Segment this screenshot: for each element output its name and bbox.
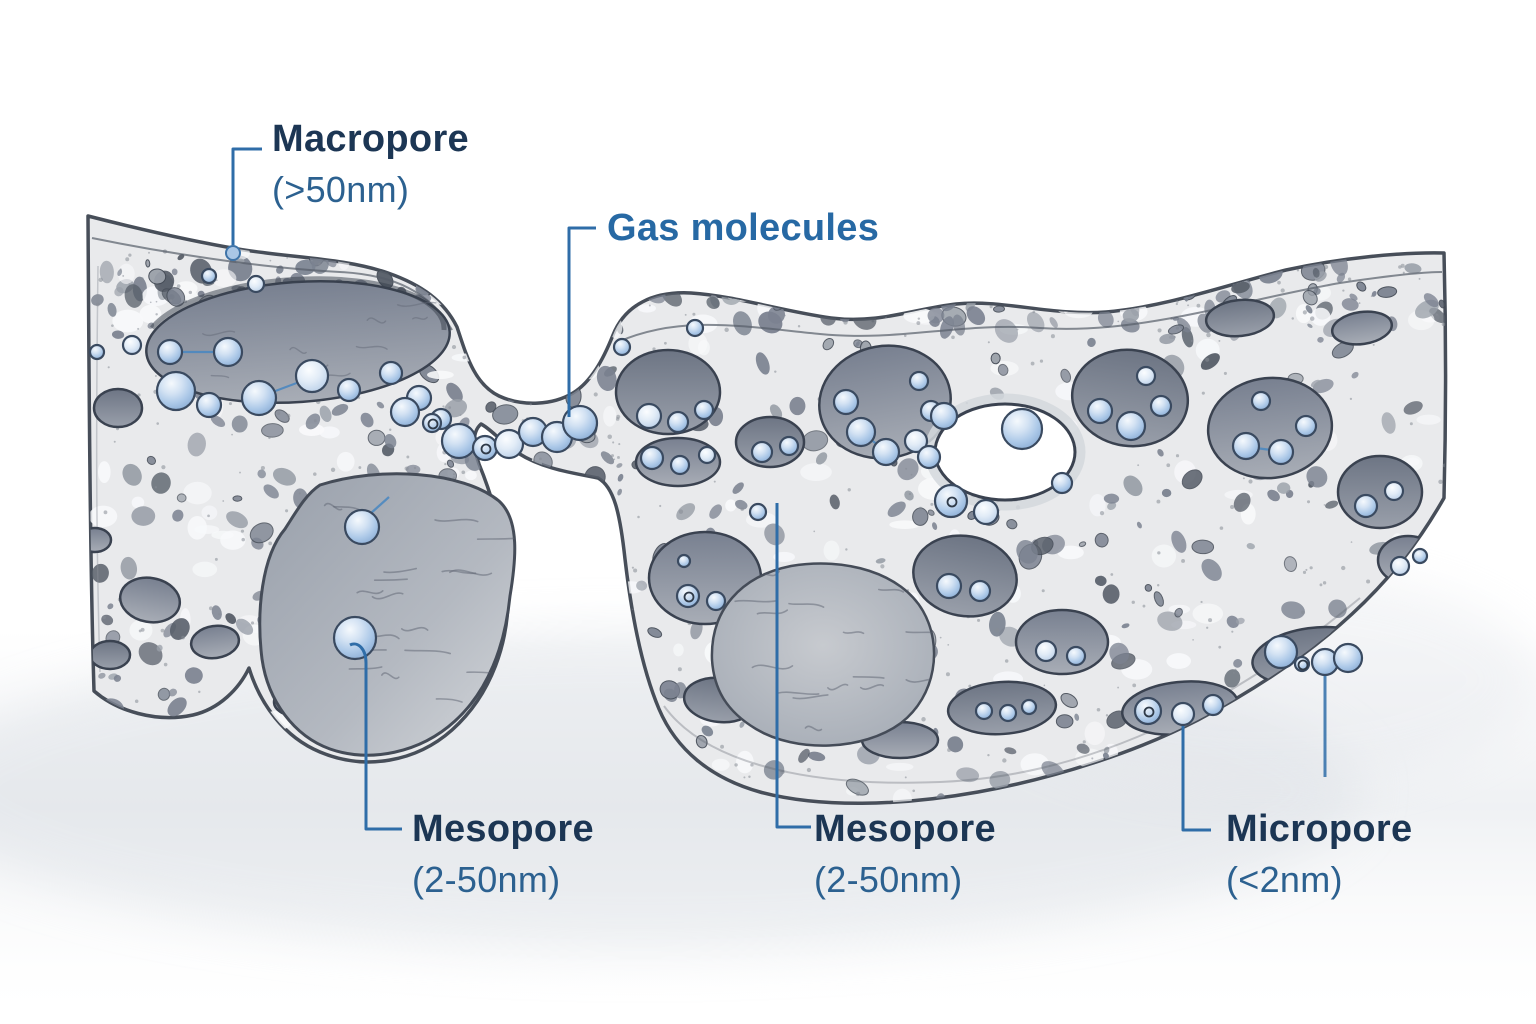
gas-molecule xyxy=(88,343,106,361)
gas-molecule xyxy=(378,360,404,386)
gas-molecule xyxy=(246,274,266,294)
mound-mass xyxy=(710,562,936,747)
gas-molecule xyxy=(675,583,701,609)
gas-molecule xyxy=(612,337,632,357)
gas-molecule xyxy=(1231,431,1261,461)
gas-molecule xyxy=(676,553,692,569)
gas-molecules xyxy=(88,267,1429,727)
gas-molecule xyxy=(561,404,599,442)
crust-lines xyxy=(91,237,1443,784)
gas-molecule xyxy=(336,377,362,403)
gas-molecule xyxy=(294,358,330,394)
gas-molecule xyxy=(1034,639,1058,663)
macropore-leader-dot xyxy=(225,245,241,261)
gas-molecule xyxy=(1149,394,1173,418)
molecule-ring-mark xyxy=(946,496,958,508)
gas-molecule xyxy=(669,454,691,476)
gas-molecule xyxy=(1263,634,1299,670)
gas-molecule xyxy=(903,428,929,454)
gas-molecule xyxy=(1086,397,1114,425)
gas-molecules-leader-line xyxy=(567,226,596,417)
gas-molecule xyxy=(974,701,994,721)
gas-molecule xyxy=(1332,642,1364,674)
molecule-ring-mark xyxy=(480,443,492,455)
gas-molecule xyxy=(1115,410,1147,442)
gas-molecule xyxy=(200,267,218,285)
gas-molecule xyxy=(666,410,690,434)
pore-cavity xyxy=(1330,310,1394,346)
gas-molecule xyxy=(155,370,197,412)
gas-molecule xyxy=(685,318,705,338)
gas-molecule xyxy=(933,483,969,519)
gas-molecule xyxy=(121,334,143,356)
gas-molecule xyxy=(635,402,663,430)
gas-molecule xyxy=(1411,547,1429,565)
gas-molecule xyxy=(908,370,930,392)
pore-cavity xyxy=(1014,608,1110,676)
gas-molecule xyxy=(1267,438,1295,466)
macropore-leader-line xyxy=(231,147,262,245)
gas-molecule xyxy=(1170,701,1196,727)
gas-molecule xyxy=(1135,365,1157,387)
gas-molecule xyxy=(389,396,421,428)
gas-molecule xyxy=(1250,390,1272,412)
gas-molecule xyxy=(1294,414,1318,438)
gas-molecule xyxy=(845,416,877,448)
micropore-leader-line xyxy=(1181,726,1211,832)
gas-molecule xyxy=(1389,555,1411,577)
gas-molecule xyxy=(212,336,244,368)
gas-molecule xyxy=(935,572,963,600)
gas-molecule xyxy=(195,391,223,419)
gas-molecule xyxy=(1383,480,1405,502)
pore-cavity xyxy=(1336,454,1424,530)
pore-cavity xyxy=(88,526,113,554)
gas-molecule xyxy=(343,508,381,546)
molecule-ring-mark xyxy=(683,591,695,603)
gas-molecule xyxy=(240,379,278,417)
gas-molecule xyxy=(929,401,959,431)
molecule-ring-mark xyxy=(427,418,439,430)
gas-molecule xyxy=(968,579,992,603)
gas-molecule xyxy=(705,590,727,612)
gas-molecule xyxy=(1133,696,1163,726)
gas-molecule xyxy=(471,434,499,462)
gas-molecule xyxy=(639,445,665,471)
gas-molecule xyxy=(916,444,942,470)
gas-molecule xyxy=(697,445,717,465)
gas-molecule xyxy=(832,388,860,416)
pore-cavity xyxy=(189,624,241,660)
pore-cavity xyxy=(1204,298,1276,338)
gas-molecule xyxy=(998,703,1018,723)
molecule-ring-mark xyxy=(1297,659,1309,671)
molecule-ring-mark xyxy=(1143,706,1155,718)
hook-mass xyxy=(258,472,517,757)
gas-molecule xyxy=(1201,693,1225,717)
gas-molecule xyxy=(1020,698,1038,716)
gas-molecule xyxy=(693,399,715,421)
mesopore-left-leader-line xyxy=(349,642,402,831)
gas-molecule xyxy=(332,615,378,661)
pore-cavity xyxy=(88,639,132,671)
gas-molecule xyxy=(156,338,184,366)
gas-molecule xyxy=(1353,493,1379,519)
gas-molecule xyxy=(778,435,800,457)
pore-cavity xyxy=(92,387,144,429)
pore-cavity xyxy=(118,576,182,624)
pore-cavity xyxy=(145,279,451,405)
gas-molecule xyxy=(871,437,901,467)
gas-molecule xyxy=(748,502,768,522)
pore-cavity xyxy=(912,534,1018,618)
gas-molecule xyxy=(1000,407,1044,451)
mound-wrinkles xyxy=(734,570,935,732)
gas-molecule xyxy=(972,498,1000,526)
leader-lines xyxy=(225,147,1327,832)
gas-molecule xyxy=(1050,471,1074,495)
gas-molecule xyxy=(440,422,478,460)
gas-molecule xyxy=(750,440,774,464)
mesopore-middle-leader-line xyxy=(775,503,811,829)
gas-molecule xyxy=(493,428,525,460)
gas-molecule xyxy=(1065,645,1087,667)
